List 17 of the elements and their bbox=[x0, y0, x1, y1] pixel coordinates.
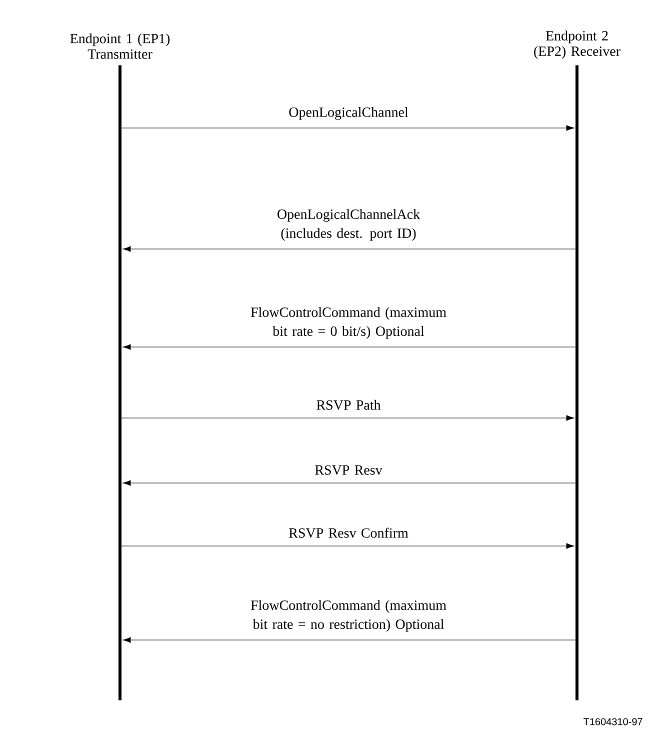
message-label: FlowControlCommand (maximum bit rate = 0 bit/s) Optional bbox=[250, 307, 446, 339]
figure-id: T1604310-97 bbox=[584, 718, 642, 726]
arrow bbox=[122, 344, 576, 350]
arrow bbox=[122, 480, 576, 486]
arrow bbox=[122, 246, 576, 252]
message-label: RSVP Resv Confirm bbox=[289, 528, 408, 538]
message-label: RSVP Path bbox=[316, 400, 381, 410]
participant-label: Endpoint 2 (EP2) Receiver bbox=[534, 30, 620, 59]
arrow bbox=[122, 637, 576, 643]
arrow bbox=[121, 415, 574, 421]
message-label: OpenLogicalChannel bbox=[289, 107, 408, 120]
message-label: RSVP Resv bbox=[315, 465, 382, 475]
arrow bbox=[121, 125, 574, 131]
arrow bbox=[121, 543, 574, 549]
participant-label: Endpoint 1 (EP1) Transmitter bbox=[70, 33, 170, 59]
message-label: FlowControlCommand (maximum bit rate = no restriction) Optional bbox=[250, 600, 446, 632]
message-label: OpenLogicalChannelAck (includes dest. port ID) bbox=[278, 209, 420, 241]
